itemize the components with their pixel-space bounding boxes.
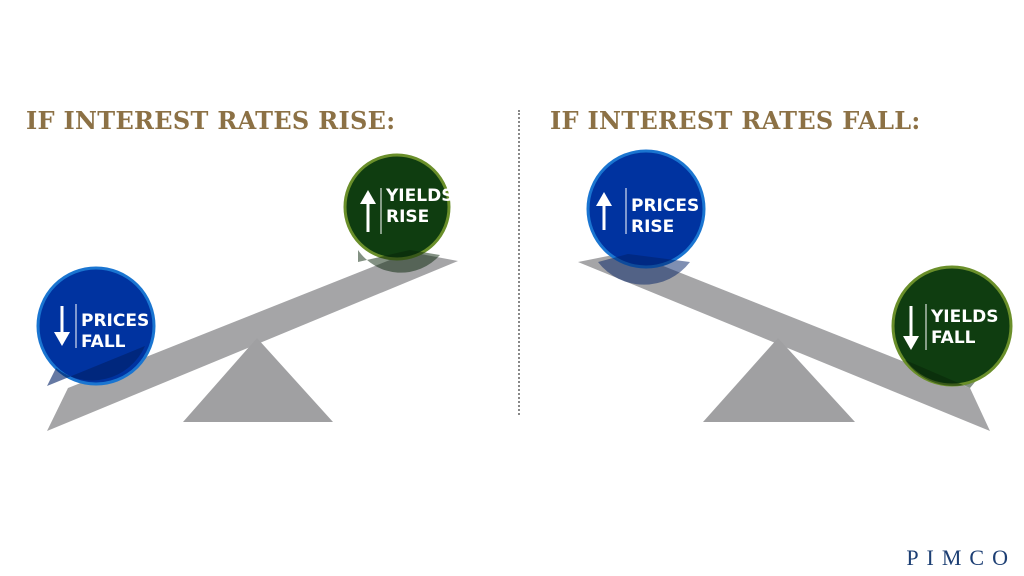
prices-label: PRICES [631,196,699,216]
right-yields-fall-ball: YIELDS FALL [891,265,1013,388]
left-prices-fall-ball: PRICES FALL [36,266,156,386]
dotted-divider [518,110,520,415]
left-fulcrum [183,338,333,422]
left-plank [47,252,458,431]
rise-label: RISE [386,207,429,227]
pimco-logo: PIMCO [906,545,1016,570]
right-title: IF INTEREST RATES FALL: [550,106,921,135]
fall-label: FALL [931,328,976,348]
right-fulcrum [703,338,855,422]
right-plank [578,252,990,431]
up-arrow-icon [360,190,376,232]
rise-label: RISE [631,217,674,237]
left-yields-rise-ball: YIELDS RISE [343,153,453,273]
up-arrow-icon [596,192,612,230]
prices-label: PRICES [81,311,149,331]
yields-label: YIELDS [385,186,453,206]
down-arrow-icon [903,306,919,350]
left-title: IF INTEREST RATES RISE: [26,106,396,135]
fall-label: FALL [81,332,126,352]
right-prices-rise-ball: PRICES RISE [586,149,706,285]
down-arrow-icon [54,306,70,346]
yields-label: YIELDS [930,307,998,327]
